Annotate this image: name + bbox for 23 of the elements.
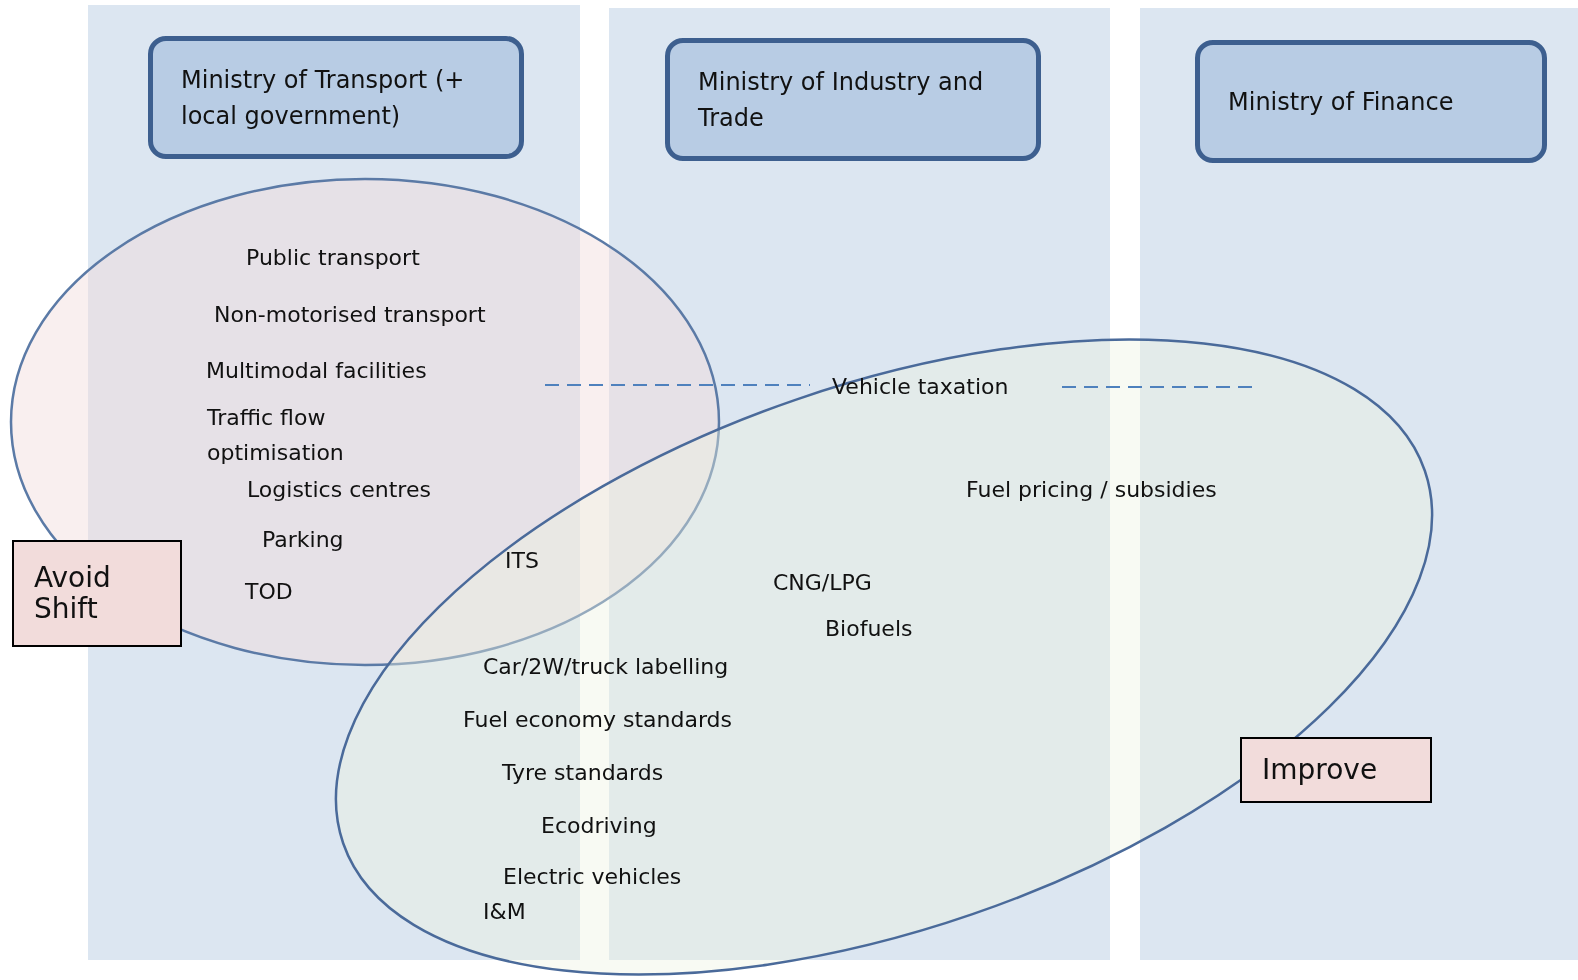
category-box: Improve <box>1240 737 1432 803</box>
item-label: Electric vehicles <box>503 863 682 891</box>
item-label: Tyre standards <box>502 759 664 787</box>
item-label: Biofuels <box>825 615 913 643</box>
item-label: ITS <box>505 547 539 575</box>
item-label: Logistics centres <box>247 476 431 504</box>
item-label: Fuel economy standards <box>463 706 733 734</box>
item-label: Car/2W/truck labelling <box>483 653 729 681</box>
item-label: Non-motorised transport <box>214 301 486 329</box>
ministry-box: Ministry of Industry and Trade <box>665 38 1041 161</box>
item-label: Public transport <box>246 244 420 272</box>
item-label: Fuel pricing / subsidies <box>966 476 1217 504</box>
item-label: Vehicle taxation <box>832 373 1009 401</box>
item-label: I&M <box>483 898 526 926</box>
item-label: Multimodal facilities <box>206 357 427 385</box>
item-label: Ecodriving <box>541 812 657 840</box>
ministry-box: Ministry of Transport (+ local government) <box>148 36 524 159</box>
category-box: Avoid Shift <box>12 540 182 647</box>
item-label: Traffic flow optimisation <box>207 404 345 468</box>
item-label: CNG/LPG <box>773 569 872 597</box>
item-label: Parking <box>262 526 344 554</box>
ministry-box: Ministry of Finance <box>1195 40 1547 163</box>
item-label: TOD <box>245 578 293 606</box>
